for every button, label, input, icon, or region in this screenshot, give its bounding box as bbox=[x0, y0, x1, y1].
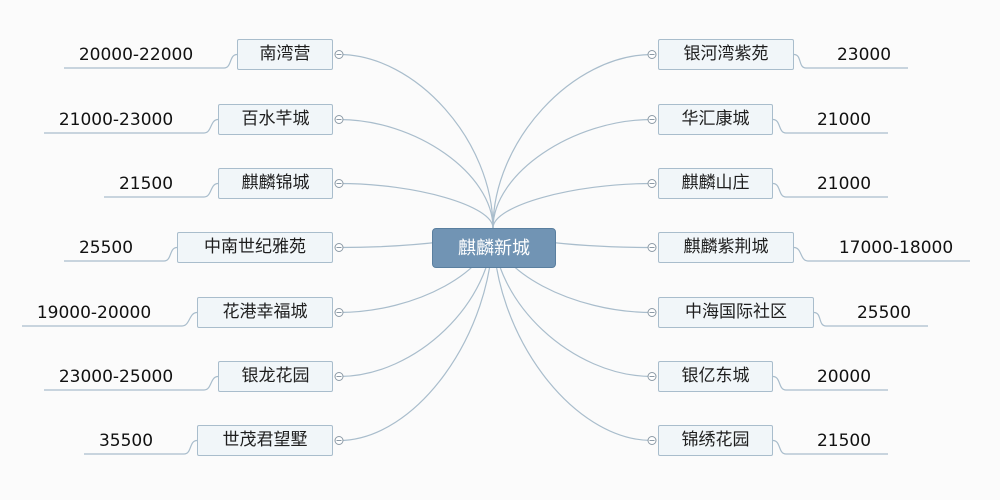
price-label: 21000 bbox=[816, 110, 872, 130]
price-label: 20000-22000 bbox=[78, 45, 194, 65]
branch-node[interactable]: 锦绣花园 bbox=[658, 425, 773, 456]
price-underline bbox=[772, 118, 888, 134]
branch-node[interactable]: 世茂君望墅 bbox=[197, 425, 333, 456]
connector-line bbox=[492, 182, 653, 229]
branch-node[interactable]: 花港幸福城 bbox=[197, 297, 333, 328]
connector-line bbox=[492, 227, 653, 442]
connector-line bbox=[338, 118, 494, 229]
price-underline bbox=[44, 118, 219, 134]
branch-node[interactable]: 麒麟锦城 bbox=[218, 168, 333, 199]
connector-line bbox=[492, 118, 653, 229]
price-underline bbox=[772, 375, 888, 391]
price-label: 19000-20000 bbox=[36, 303, 152, 323]
price-underline bbox=[793, 53, 908, 69]
branch-node[interactable]: 南湾营 bbox=[237, 39, 333, 70]
branch-node[interactable]: 银河湾紫苑 bbox=[658, 39, 794, 70]
price-underline bbox=[64, 53, 238, 69]
price-label: 17000-18000 bbox=[838, 238, 954, 258]
price-label: 25500 bbox=[856, 303, 912, 323]
branch-node[interactable]: 麒麟紫荆城 bbox=[658, 232, 794, 263]
price-underline bbox=[84, 439, 198, 455]
price-underline bbox=[772, 182, 888, 198]
price-label: 21500 bbox=[816, 431, 872, 451]
price-label: 23000 bbox=[836, 45, 892, 65]
branch-node[interactable]: 银龙花园 bbox=[218, 361, 333, 392]
central-topic[interactable]: 麒麟新城 bbox=[432, 228, 556, 268]
branch-node[interactable]: 麒麟山庄 bbox=[658, 168, 773, 199]
price-underline bbox=[793, 246, 970, 262]
price-label: 21500 bbox=[118, 174, 174, 194]
connector-line bbox=[338, 227, 494, 442]
price-label: 21000-23000 bbox=[58, 110, 174, 130]
branch-node[interactable]: 中海国际社区 bbox=[658, 297, 814, 328]
connector-line bbox=[492, 53, 653, 229]
branch-node[interactable]: 华汇康城 bbox=[658, 104, 773, 135]
price-label: 20000 bbox=[816, 367, 872, 387]
price-underline bbox=[22, 311, 198, 327]
branch-node[interactable]: 银亿东城 bbox=[658, 361, 773, 392]
price-label: 25500 bbox=[78, 238, 134, 258]
connector-line bbox=[338, 53, 494, 229]
price-underline bbox=[64, 246, 178, 262]
price-label: 23000-25000 bbox=[58, 367, 174, 387]
price-underline bbox=[813, 311, 928, 327]
branch-node[interactable]: 中南世纪雅苑 bbox=[177, 232, 333, 263]
price-label: 35500 bbox=[98, 431, 154, 451]
price-underline bbox=[104, 182, 219, 198]
price-underline bbox=[44, 375, 219, 391]
branch-node[interactable]: 百水芊城 bbox=[218, 104, 333, 135]
price-underline bbox=[772, 439, 888, 455]
price-label: 21000 bbox=[816, 174, 872, 194]
connector-line bbox=[338, 182, 494, 229]
